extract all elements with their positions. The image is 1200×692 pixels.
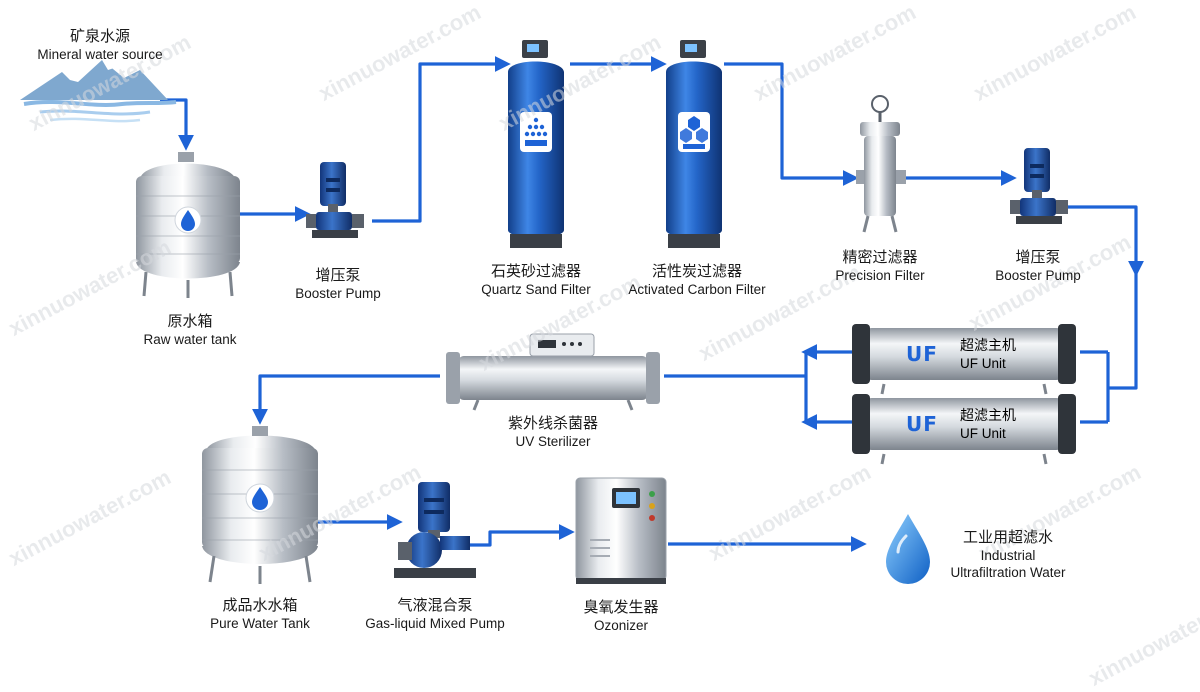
label-zh: 臭氧发生器 [583, 598, 659, 616]
ozonizer [575, 477, 667, 584]
label-zh: 精密过滤器 [842, 248, 918, 266]
label-zh: 工业用超滤水 [962, 528, 1053, 546]
label-uf-unit-2: 超滤主机 UF Unit [960, 408, 1016, 442]
label-en: Gas-liquid Mixed Pump [365, 616, 505, 631]
label-zh: 超滤主机 [960, 408, 1016, 424]
water-drop-icon [886, 514, 930, 584]
label-en: Precision Filter [835, 268, 925, 283]
label-raw-water-tank: 原水箱 Raw water tank [110, 312, 270, 348]
label-booster-pump-2: 增压泵 Booster Pump [968, 248, 1108, 284]
booster-pump-1 [306, 162, 364, 238]
label-en: UF Unit [960, 426, 1006, 441]
label-zh: 石英砂过滤器 [490, 262, 581, 280]
label-zh: 成品水水箱 [222, 596, 298, 614]
label-en: Raw water tank [143, 332, 237, 347]
uf-unit-2 [852, 394, 1076, 465]
label-precision-filter: 精密过滤器 Precision Filter [810, 248, 950, 284]
activated-carbon-filter [666, 40, 722, 248]
label-zh: 矿泉水源 [69, 27, 130, 45]
label-en: Booster Pump [295, 286, 381, 301]
label-en: Mineral water source [37, 47, 163, 62]
label-zh: 增压泵 [1015, 248, 1061, 266]
label-en: Quartz Sand Filter [481, 282, 591, 297]
label-uv-sterilizer: 紫外线杀菌器 UV Sterilizer [478, 414, 628, 450]
label-en: Ozonizer [593, 618, 649, 633]
pure-water-tank [202, 426, 318, 584]
pipe-source-to-raw-tank [160, 98, 194, 151]
label-zh: 气液混合泵 [397, 596, 473, 614]
label-zh: 紫外线杀菌器 [507, 414, 598, 432]
label-quartz-sand-filter: 石英砂过滤器 Quartz Sand Filter [456, 262, 616, 298]
label-en: Pure Water Tank [210, 616, 310, 631]
label-en-line2: Ultrafiltration Water [950, 565, 1066, 580]
label-ozonizer: 臭氧发生器 Ozonizer [556, 598, 686, 634]
label-en: UF Unit [960, 356, 1006, 371]
label-en: Booster Pump [995, 268, 1081, 283]
mountain-lake-icon [20, 60, 177, 123]
quartz-sand-filter [508, 40, 564, 248]
booster-pump-2 [1010, 148, 1068, 224]
label-activated-carbon-filter: 活性炭过滤器 Activated Carbon Filter [612, 262, 782, 298]
pipe-network [160, 56, 1144, 552]
label-zh: 原水箱 [167, 312, 213, 330]
label-zh: 超滤主机 [960, 338, 1016, 354]
pipe-carbon-to-precision [724, 62, 859, 186]
precision-filter [856, 95, 906, 233]
raw-water-tank [136, 152, 240, 298]
label-industrial-uf-water: 工业用超滤水 Industrial Ultrafiltration Water [928, 528, 1088, 581]
pipe-uv-to-pure-tank [252, 374, 440, 425]
label-en-line1: Industrial [980, 548, 1036, 563]
label-zh: 增压泵 [315, 266, 361, 284]
pipe-uf-feed [1108, 272, 1138, 390]
label-uf-unit-1: 超滤主机 UF Unit [960, 338, 1016, 372]
label-booster-pump-1: 增压泵 Booster Pump [268, 266, 408, 302]
uf-badge: UF [906, 412, 938, 436]
pipe-pump1-to-sand-filter [372, 56, 511, 223]
label-zh: 活性炭过滤器 [651, 262, 742, 280]
pipe-pump2-to-uf [1066, 205, 1144, 277]
pipe-mixed-pump-to-ozonizer [470, 524, 575, 547]
label-en: UV Sterilizer [515, 434, 591, 449]
label-mineral-source: 矿泉水源 Mineral water source [10, 27, 190, 63]
label-en: Activated Carbon Filter [628, 282, 766, 297]
uf-unit-1 [852, 324, 1076, 395]
uv-sterilizer [446, 333, 660, 411]
label-gas-liquid-mixed-pump: 气液混合泵 Gas-liquid Mixed Pump [350, 596, 520, 632]
gas-liquid-mixed-pump [394, 482, 476, 578]
uf-badge: UF [906, 342, 938, 366]
process-flow-diagram [20, 40, 1144, 584]
label-pure-water-tank: 成品水水箱 Pure Water Tank [180, 596, 340, 632]
